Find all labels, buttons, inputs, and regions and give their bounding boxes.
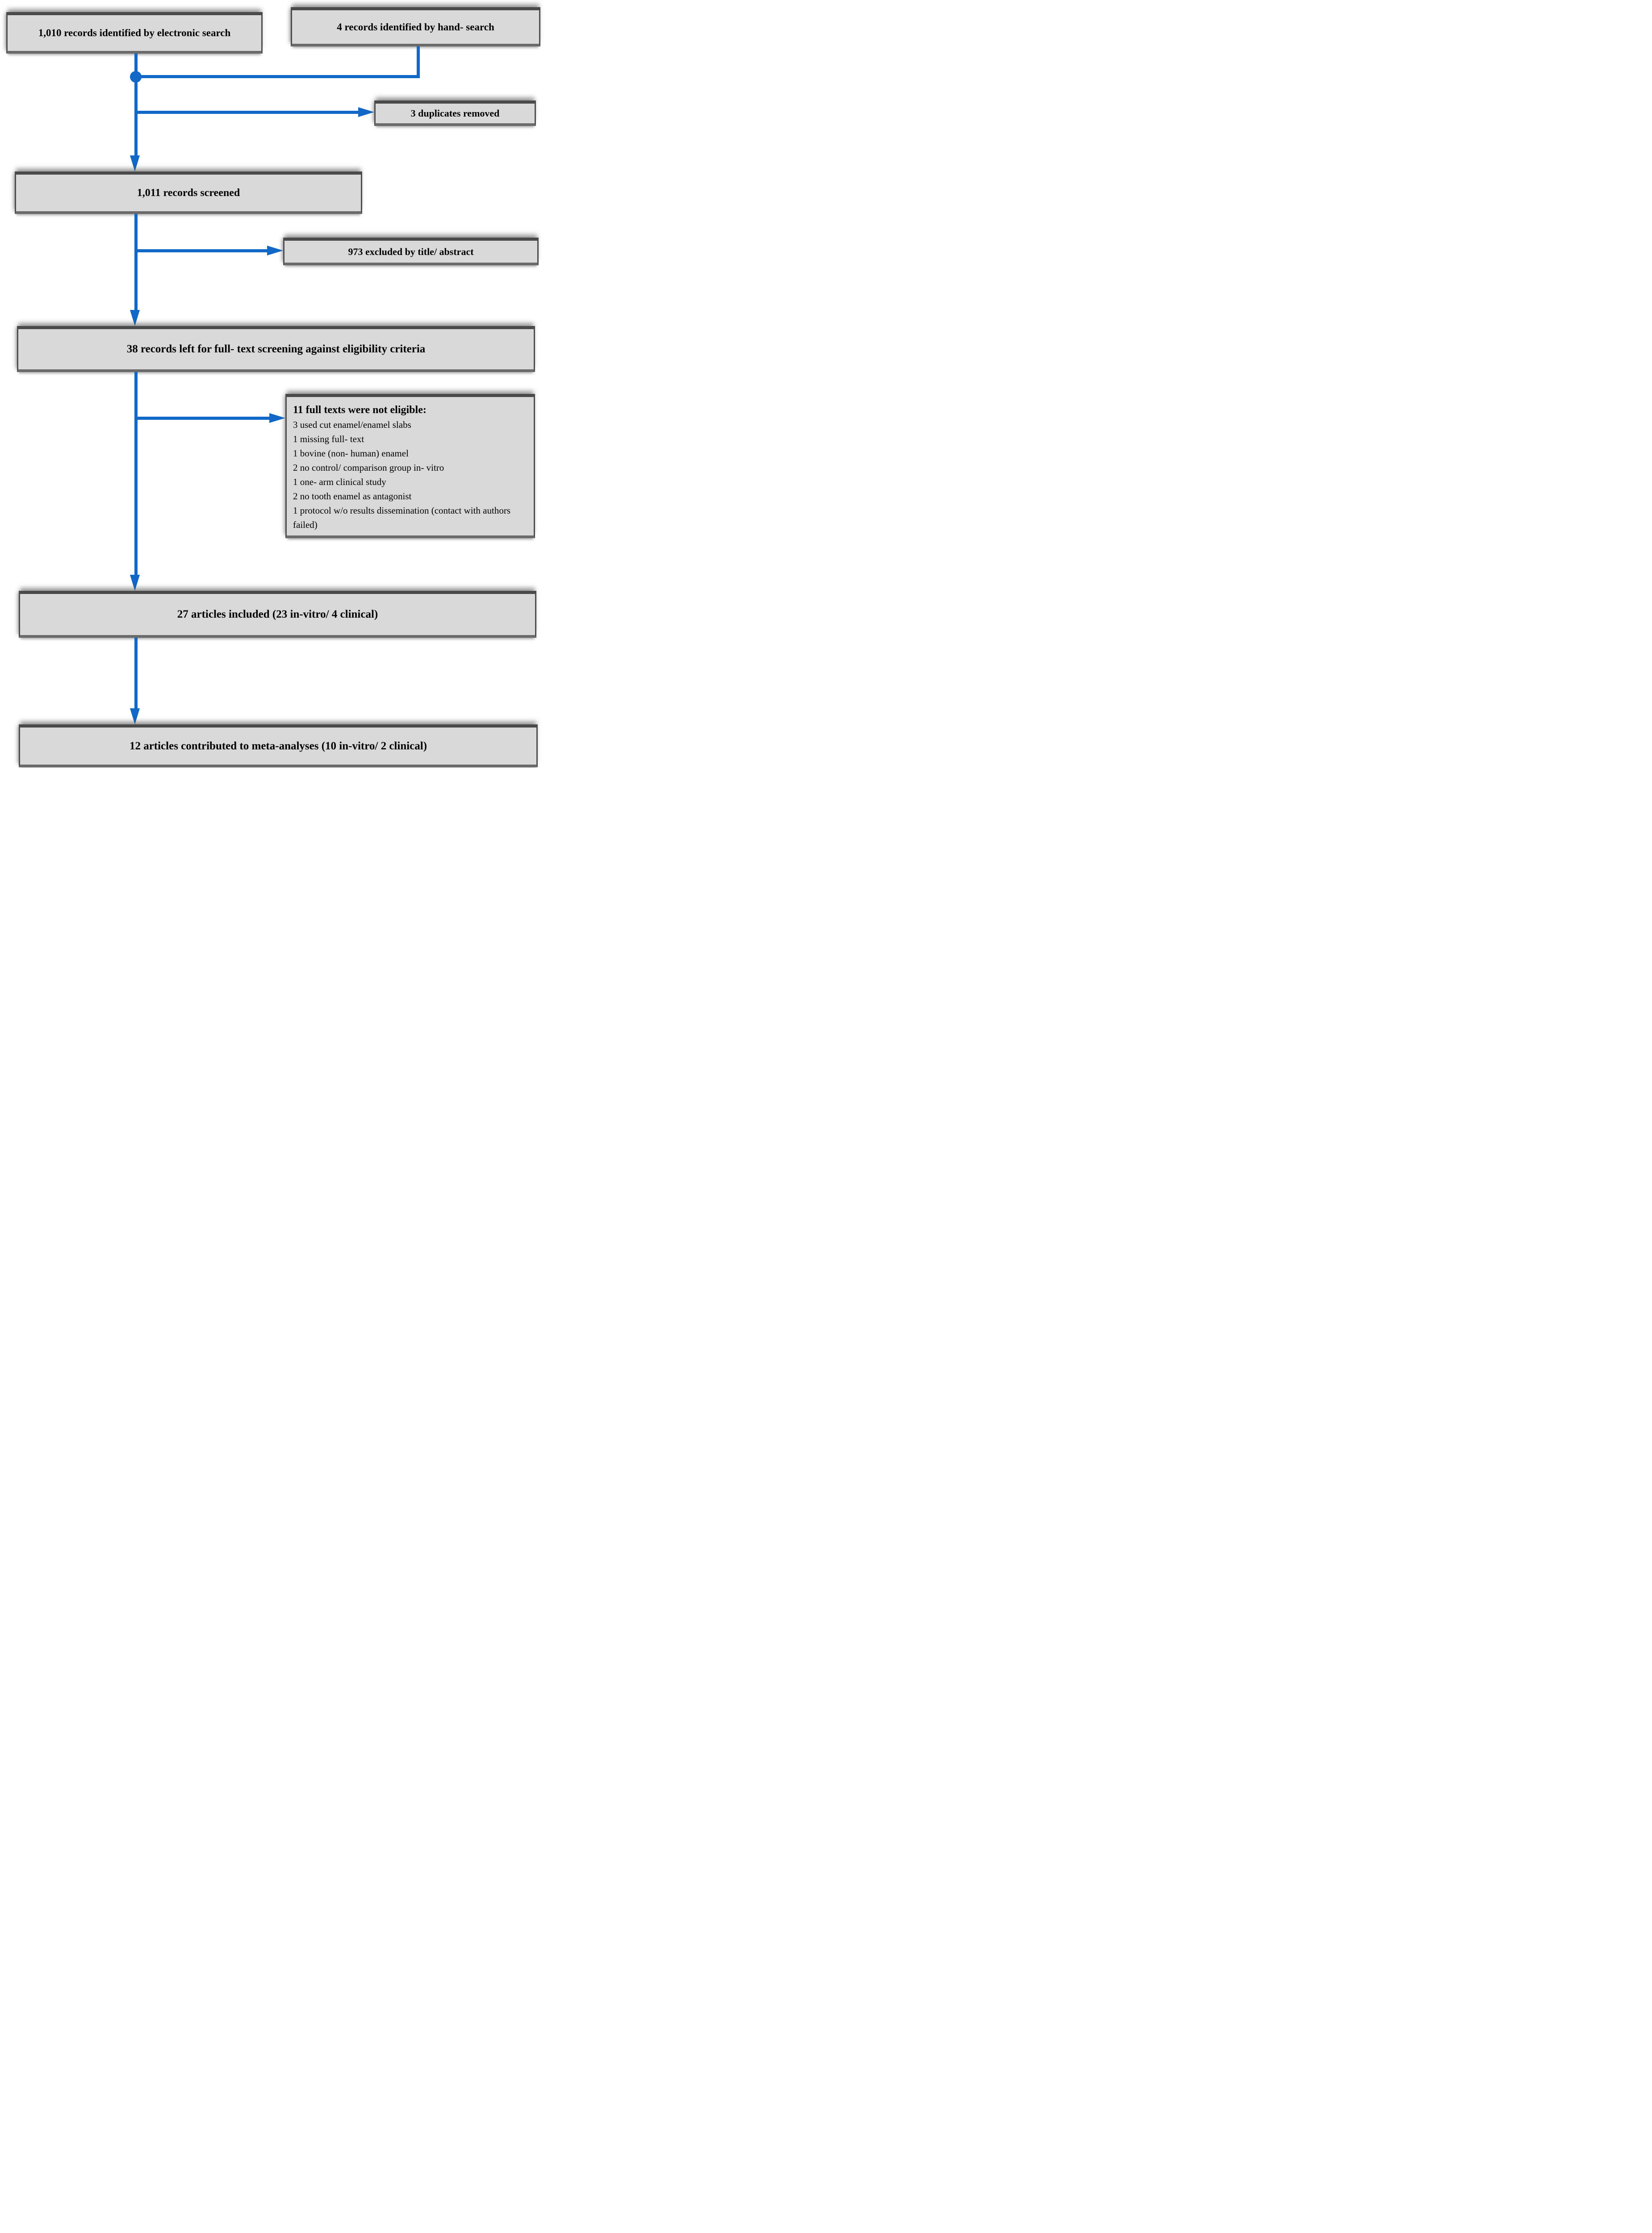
box-electronic-search-label: 1,010 records identified by electronic s… xyxy=(38,27,231,38)
box-records-screened-label: 1,011 records screened xyxy=(137,187,240,199)
box-meta-analyses-label: 12 articles contributed to meta-analyses… xyxy=(129,740,427,752)
connector-to-duplicates xyxy=(136,111,359,114)
not-eligible-item: 3 used cut enamel/enamel slabs xyxy=(293,419,411,430)
prisma-flow-diagram: 1,010 records identified by electronic s… xyxy=(0,0,551,768)
box-meta-analyses: 12 articles contributed to meta-analyses… xyxy=(19,724,538,767)
box-fulltext-screening: 38 records left for full- text screening… xyxy=(17,326,535,372)
connector-to-excluded xyxy=(136,249,268,252)
not-eligible-item: 1 missing full- text xyxy=(293,434,364,444)
box-excluded-title-abstract-label: 973 excluded by title/ abstract xyxy=(348,246,474,257)
arrowhead-into-included xyxy=(130,575,140,591)
box-excluded-title-abstract: 973 excluded by title/ abstract xyxy=(283,238,539,265)
box-duplicates-removed-label: 3 duplicates removed xyxy=(410,108,500,119)
connector-hand-search-merge xyxy=(136,75,420,78)
arrowhead-into-fulltext xyxy=(130,310,140,326)
arrowhead-into-screened xyxy=(130,155,140,171)
not-eligible-title: 11 full texts were not eligible: xyxy=(293,404,427,416)
connector-screened-to-fulltext xyxy=(134,214,138,311)
arrowhead-into-meta xyxy=(130,708,140,724)
connector-fulltext-to-included xyxy=(134,372,138,576)
connector-to-not-eligible xyxy=(136,417,270,420)
connector-included-to-meta xyxy=(134,638,138,709)
box-not-eligible: 11 full texts were not eligible: 3 used … xyxy=(285,394,535,538)
not-eligible-item: 1 one- arm clinical study xyxy=(293,477,386,487)
arrowhead-into-not-eligible xyxy=(269,413,285,423)
not-eligible-item: 2 no control/ comparison group in- vitro xyxy=(293,462,444,473)
not-eligible-item: 1 protocol w/o results dissemination (co… xyxy=(293,505,510,530)
connector-hand-search-drop xyxy=(417,46,420,77)
box-duplicates-removed: 3 duplicates removed xyxy=(374,100,536,126)
junction-dot xyxy=(130,71,142,83)
box-hand-search-label: 4 records identified by hand- search xyxy=(337,21,494,33)
not-eligible-item: 2 no tooth enamel as antagonist xyxy=(293,491,412,502)
box-articles-included: 27 articles included (23 in-vitro/ 4 cli… xyxy=(19,591,536,638)
box-articles-included-label: 27 articles included (23 in-vitro/ 4 cli… xyxy=(177,608,378,620)
connector-electronic-to-screened xyxy=(134,54,138,156)
box-fulltext-screening-label: 38 records left for full- text screening… xyxy=(126,343,426,355)
arrowhead-into-duplicates xyxy=(358,107,374,117)
arrowhead-into-excluded xyxy=(267,246,283,255)
box-records-screened: 1,011 records screened xyxy=(15,171,362,214)
box-electronic-search: 1,010 records identified by electronic s… xyxy=(6,12,263,54)
box-hand-search: 4 records identified by hand- search xyxy=(291,7,540,46)
not-eligible-item: 1 bovine (non- human) enamel xyxy=(293,448,409,459)
